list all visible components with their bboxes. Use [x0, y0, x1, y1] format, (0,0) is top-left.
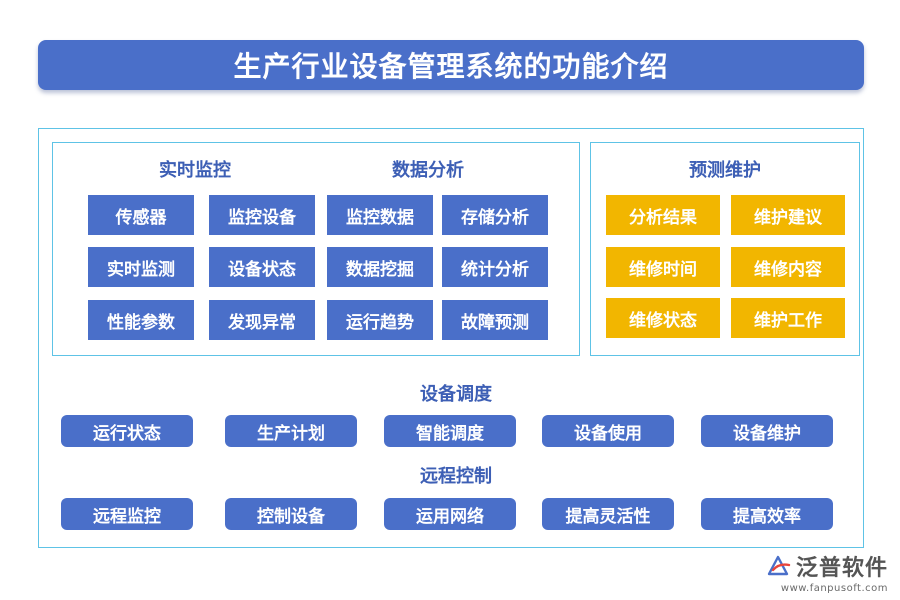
- scheduling-item: 智能调度: [384, 415, 516, 447]
- monitoring-analysis-panel: [52, 142, 580, 356]
- predictive-item: 维护工作: [731, 298, 845, 338]
- realtime-item: 实时监测: [88, 247, 194, 287]
- page-title: 生产行业设备管理系统的功能介绍: [38, 40, 864, 90]
- scheduling-item: 生产计划: [225, 415, 357, 447]
- analysis-item: 存储分析: [442, 195, 548, 235]
- analysis-item: 监控数据: [327, 195, 433, 235]
- scheduling-heading: 设备调度: [420, 384, 492, 405]
- predictive-panel: [590, 142, 860, 356]
- predictive-item: 维修状态: [606, 298, 720, 338]
- remote-heading: 远程控制: [420, 466, 492, 487]
- predictive-item: 维护建议: [731, 195, 845, 235]
- scheduling-item: 设备使用: [542, 415, 674, 447]
- predictive-item: 维修内容: [731, 247, 845, 287]
- realtime-heading: 实时监控: [159, 160, 231, 181]
- remote-item: 提高效率: [701, 498, 833, 530]
- scheduling-item: 设备维护: [701, 415, 833, 447]
- remote-item: 远程监控: [61, 498, 193, 530]
- content-frame: [38, 128, 864, 548]
- analysis-heading: 数据分析: [392, 160, 464, 181]
- remote-item: 运用网络: [384, 498, 516, 530]
- fanpu-logo-icon: [766, 554, 792, 578]
- brand-logo: 泛普软件 www.fanpusoft.com: [766, 550, 888, 594]
- analysis-item: 故障预测: [442, 300, 548, 340]
- remote-item: 提高灵活性: [542, 498, 674, 530]
- logo-url: www.fanpusoft.com: [780, 583, 888, 594]
- realtime-item: 传感器: [88, 195, 194, 235]
- realtime-item: 设备状态: [209, 247, 315, 287]
- predictive-item: 分析结果: [606, 195, 720, 235]
- predictive-item: 维修时间: [606, 247, 720, 287]
- analysis-item: 数据挖掘: [327, 247, 433, 287]
- logo-name: 泛普软件: [795, 556, 888, 581]
- analysis-item: 运行趋势: [327, 300, 433, 340]
- realtime-item: 性能参数: [88, 300, 194, 340]
- remote-item: 控制设备: [225, 498, 357, 530]
- scheduling-item: 运行状态: [61, 415, 193, 447]
- analysis-item: 统计分析: [442, 247, 548, 287]
- realtime-item: 发现异常: [209, 300, 315, 340]
- predictive-heading: 预测维护: [689, 160, 761, 181]
- realtime-item: 监控设备: [209, 195, 315, 235]
